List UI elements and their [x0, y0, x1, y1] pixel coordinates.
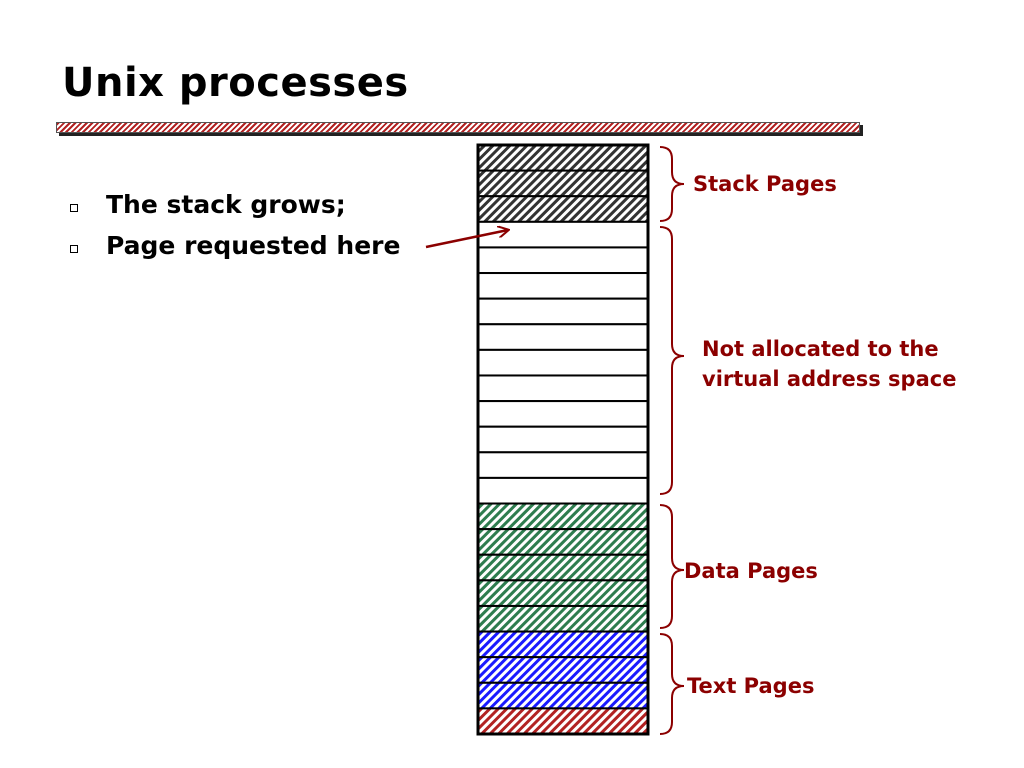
page-text: [477, 656, 649, 684]
page-unallocated: [477, 272, 649, 300]
page-unallocated: [477, 348, 649, 377]
page-unallocated: [477, 246, 649, 275]
data-brace: [659, 504, 685, 629]
page-unallocated: [477, 425, 649, 454]
bullet-list: The stack grows; Page requested here: [70, 184, 400, 266]
page-stack: [477, 144, 649, 172]
page-unallocated: [477, 476, 649, 505]
not-allocated-label-line1: Not allocated to the: [702, 337, 939, 361]
page-data: [477, 553, 649, 582]
page-unallocated: [477, 374, 649, 403]
page-unallocated: [477, 400, 649, 428]
square-bullet-icon: [70, 244, 78, 253]
page-column-outline: [476, 143, 650, 736]
page-column: [476, 143, 650, 736]
title-divider: [56, 122, 860, 133]
stack-pages-label: Stack Pages: [693, 172, 837, 196]
text-brace: [659, 633, 685, 735]
page-unallocated: [477, 323, 649, 351]
page-text: [477, 630, 649, 659]
page-text: [477, 681, 649, 710]
page-unallocated: [477, 297, 649, 326]
stack-brace: [659, 146, 685, 222]
bullet-item: Page requested here: [70, 225, 400, 266]
page-stack: [477, 169, 649, 198]
page-unallocated: [477, 220, 649, 249]
page-stack: [477, 195, 649, 223]
square-bullet-icon: [70, 203, 78, 212]
data-pages-label: Data Pages: [684, 559, 818, 583]
page-unallocated: [477, 451, 649, 479]
not-allocated-label-line2: virtual address space: [702, 367, 957, 391]
bullet-item: The stack grows;: [70, 184, 400, 225]
slide-title: Unix processes: [62, 60, 409, 106]
page-data: [477, 579, 649, 607]
page-request-arrow: [425, 230, 508, 249]
unallocated-brace: [659, 226, 685, 495]
text-pages-label: Text Pages: [687, 674, 815, 698]
page-text-end: [477, 707, 649, 736]
bullet-text: The stack grows;: [106, 190, 346, 219]
page-data: [477, 528, 649, 556]
bullet-text: Page requested here: [106, 231, 401, 260]
page-data: [477, 502, 649, 531]
page-data: [477, 604, 649, 633]
